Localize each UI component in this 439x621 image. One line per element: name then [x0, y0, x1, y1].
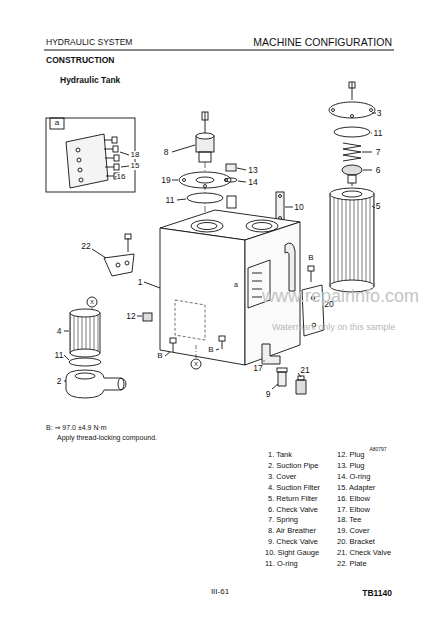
parts-list-item: 5. Return Filter — [268, 495, 318, 503]
bolt-mark: B — [157, 352, 162, 360]
parts-list-item: 15. Adapter — [337, 484, 375, 492]
subsection-heading: CONSTRUCTION — [46, 56, 114, 65]
bolt-mark: B — [208, 346, 213, 354]
parts-list-item: 8. Air Breather — [268, 528, 316, 536]
callout-number: 11 — [55, 351, 64, 360]
callout-number: 2 — [57, 377, 62, 386]
parts-list-item: 4. Suction Filter — [268, 484, 320, 492]
callout-number: 17 — [253, 364, 262, 373]
callout-number: 12 — [126, 312, 135, 321]
torque-note: Apply thread-locking compound. — [57, 434, 157, 441]
callout-number: 6 — [376, 166, 381, 175]
watermark: Watermark only on this sample — [272, 323, 395, 332]
figure-code: A80797 — [369, 447, 386, 452]
figure-heading: Hydraulic Tank — [60, 76, 120, 85]
callout-number: 7 — [376, 148, 381, 157]
section-header: HYDRAULIC SYSTEM — [46, 38, 132, 47]
callout-number: 19 — [161, 176, 170, 185]
parts-list-item: 18. Tee — [337, 517, 361, 525]
callout-number: 21 — [300, 366, 309, 375]
callout-number: 8 — [164, 148, 169, 157]
parts-list-item: 9. Check Valve — [268, 538, 318, 546]
chapter-header: MACHINE CONFIGURATION — [253, 37, 392, 48]
parts-list-item: 21. Check Valve — [337, 549, 391, 557]
connection-mark: X — [90, 299, 94, 305]
callout-number: 10 — [294, 203, 303, 212]
callout-number: 15 — [131, 162, 140, 170]
parts-list-item: 12. Plug — [337, 451, 365, 459]
connection-mark: X — [194, 361, 198, 367]
view-letter: a — [55, 119, 59, 127]
page-number: III-61 — [211, 588, 229, 596]
parts-list-item: 22. Plate — [337, 560, 367, 568]
parts-list-item: 3. Cover — [268, 473, 296, 481]
callout-number: 11 — [374, 129, 383, 138]
parts-list-item: 1. Tank — [268, 451, 292, 459]
parts-list-item: 16. Elbow — [337, 495, 370, 503]
parts-list-item: 6. Check Valve — [268, 506, 318, 514]
callout-number: 1 — [138, 278, 143, 287]
parts-list-item: 11. O-ring — [265, 560, 298, 568]
torque-note: B: ⇒ 97.0 ±4.9 N·m — [46, 424, 107, 431]
callout-number: 3 — [377, 109, 382, 118]
watermark: www.repairinfo.com — [262, 287, 419, 305]
callout-number: 4 — [57, 327, 62, 336]
parts-list-item: 19. Cover — [337, 528, 370, 536]
callout-number: 14 — [248, 178, 257, 187]
parts-list-item: 10. Sight Gauge — [265, 549, 319, 557]
parts-list-item: 7. Spring — [268, 517, 298, 525]
callout-number: 9 — [266, 390, 271, 399]
bolt-mark: B — [308, 254, 313, 262]
parts-list-item: 13. Plug — [337, 462, 365, 470]
parts-list-item: 14. O-ring — [337, 473, 370, 481]
document-code: TB1140 — [362, 589, 392, 598]
parts-list-item: 20. Bracket — [337, 538, 375, 546]
callout-number: 5 — [376, 202, 381, 211]
callout-number: 22 — [81, 242, 90, 251]
parts-list-item: 2. Suction Pipe — [268, 462, 318, 470]
callout-number: 11 — [166, 196, 175, 205]
view-letter: a — [234, 281, 238, 288]
callout-number: 13 — [248, 166, 257, 175]
callout-number: 18 — [131, 151, 140, 159]
parts-list-item: 17. Elbow — [337, 506, 370, 514]
callout-number: 16 — [117, 173, 126, 181]
